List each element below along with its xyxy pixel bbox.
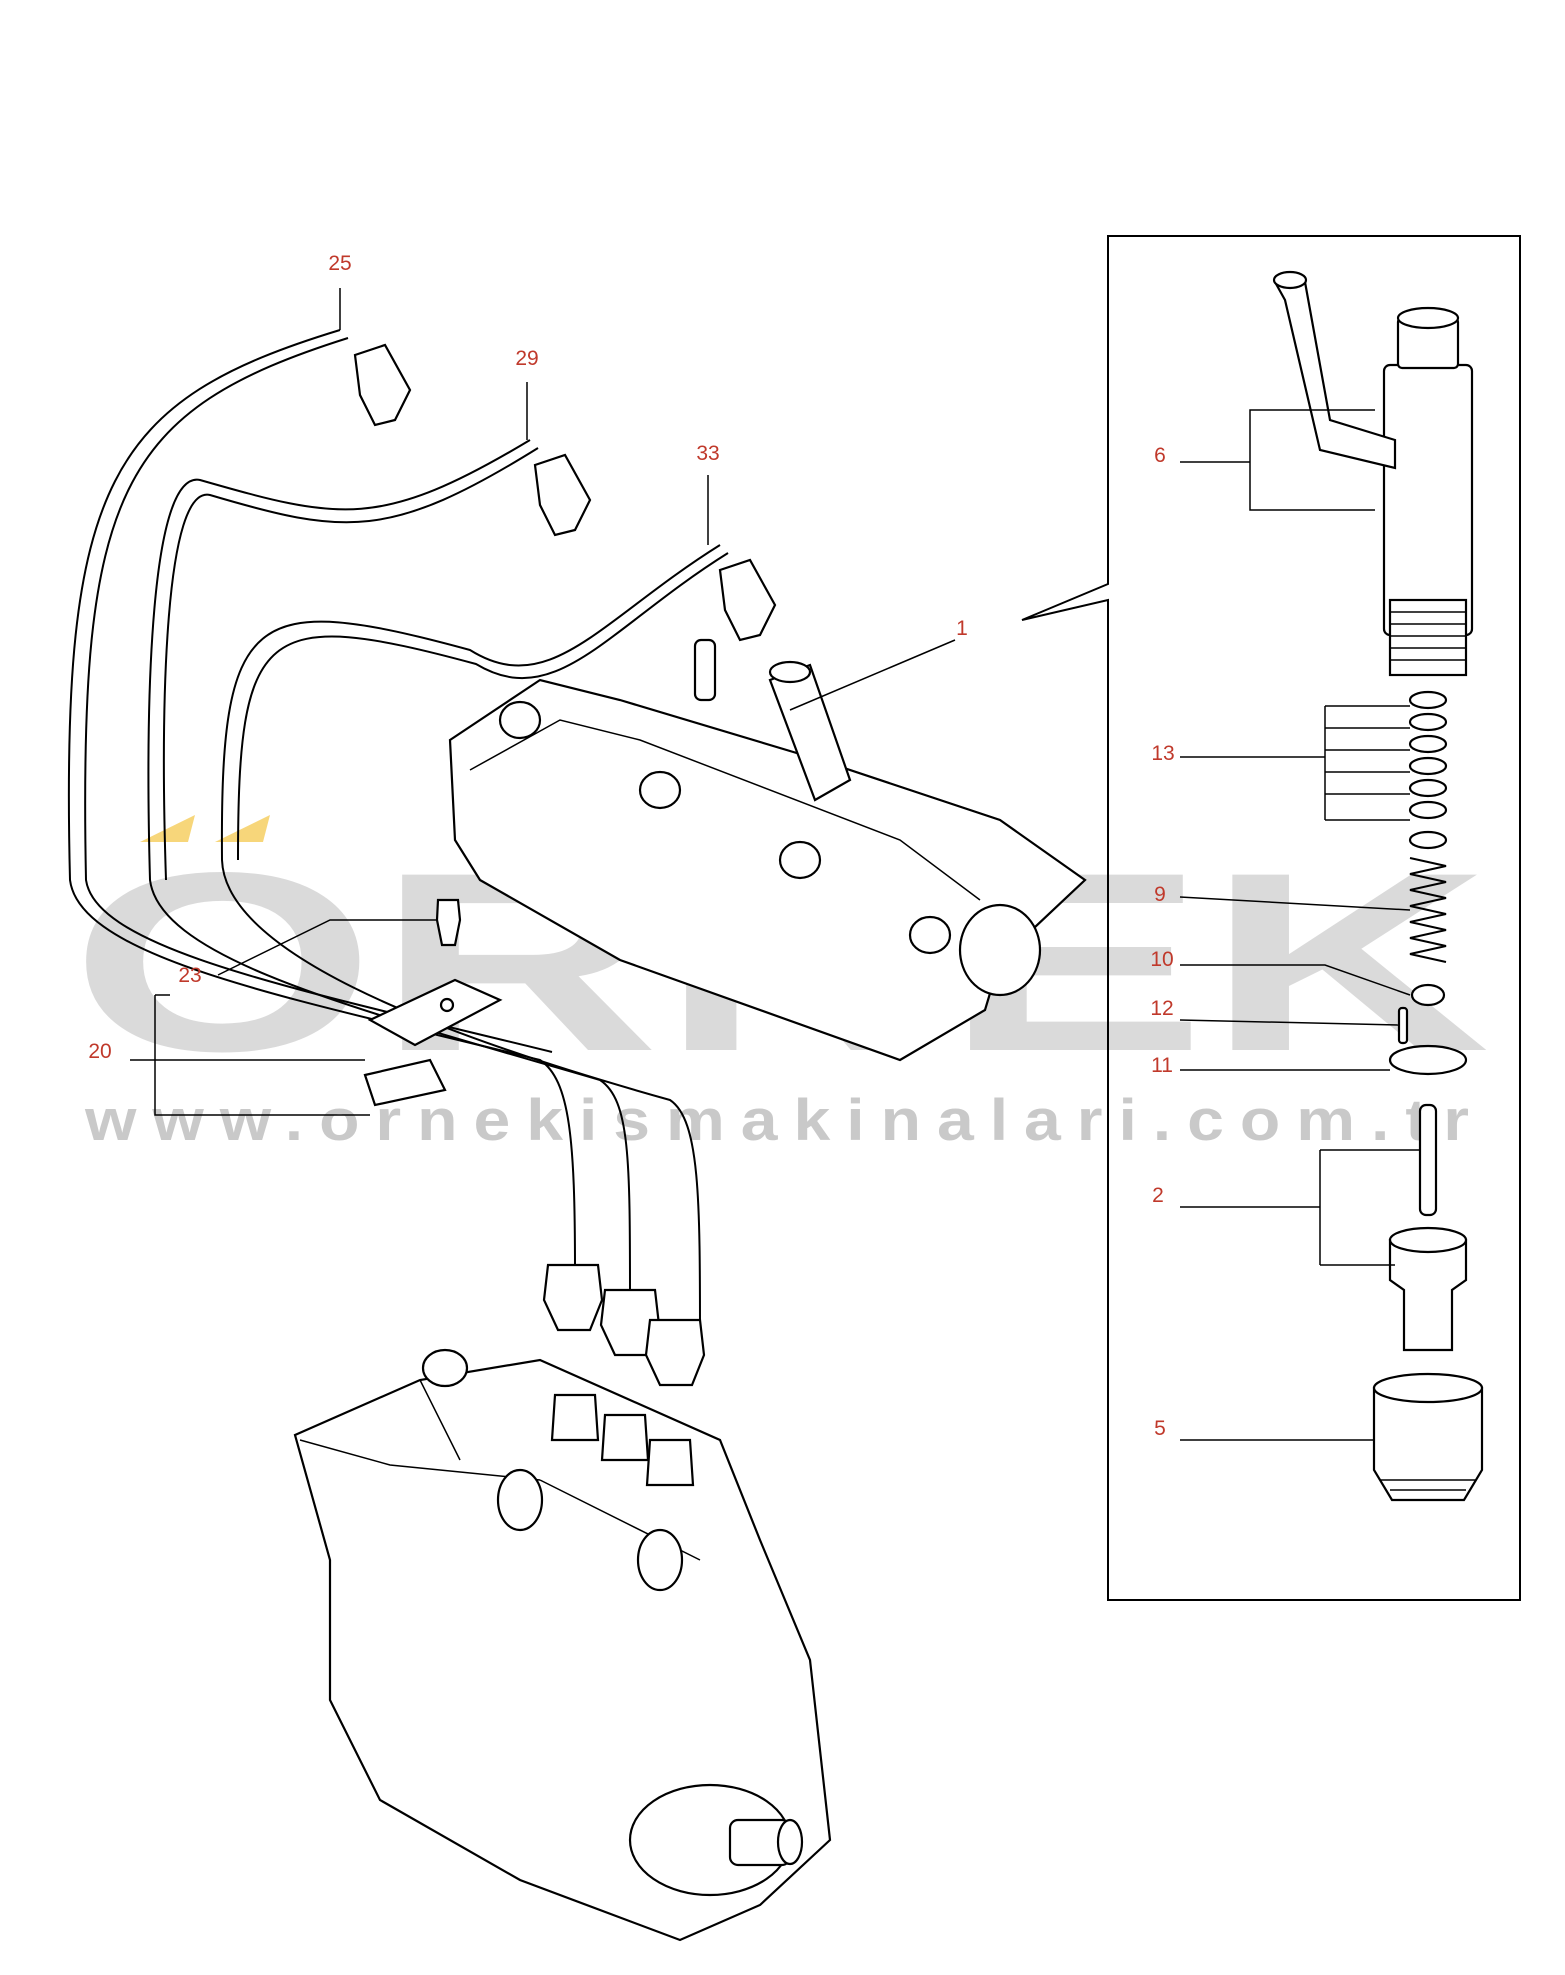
inset-frame [1021,235,1521,1601]
callout-12: 12 [1150,997,1173,1020]
callout-23: 23 [178,964,201,987]
pipe-nut-29 [533,453,592,537]
watermark-accent-1 [140,815,195,842]
head-port-3 [778,840,822,880]
pipe-25 [67,329,576,1271]
callout-25: 25 [328,252,351,275]
nozzle-needle [1418,1103,1438,1217]
pipe-33 [220,544,721,1341]
pipe-29 [147,439,631,1301]
injector-cap-top [1396,306,1460,330]
nozzle-nut [1372,1386,1484,1502]
delivery-valve-1 [550,1393,600,1442]
spring [1409,857,1447,963]
delivery-valve-2 [600,1413,650,1462]
callout-13: 13 [1151,742,1174,765]
clamp-plate [367,978,503,1047]
head-cover-round [958,903,1042,997]
watermark-url: www.ornekismakinalari.com.tr [84,1088,1485,1153]
head-port-1 [498,700,542,740]
callout-11: 11 [1151,1054,1173,1077]
intermediate-plate [1388,1044,1468,1076]
callout-20: 20 [88,1040,111,1063]
spring-seat [1410,983,1446,1007]
callout-2: 2 [1152,1184,1164,1207]
injection-pump [293,1348,832,1942]
pipe-clamp [363,898,503,1107]
leader-lines [130,288,1420,1441]
callout-5: 5 [1154,1417,1166,1440]
injector-body [1382,363,1474,637]
callout-33: 33 [696,442,719,465]
clamp-bolt [435,898,462,947]
callout-1: 1 [956,617,968,640]
leak-off-pipe [1273,280,1397,470]
nozzle-body [1388,1238,1468,1352]
injector-inset [1021,235,1521,1601]
watermark-accent-2 [215,815,270,842]
shim-stack [1408,690,1448,850]
callout-9: 9 [1154,883,1166,906]
delivery-valve-3 [645,1438,695,1487]
pipe-nut-33 [718,558,777,642]
callouts: 25 29 33 1 6 13 9 10 12 11 2 5 23 20 [88,252,1174,1440]
pipe-nut-25 [353,343,412,427]
cylinder-head [448,638,1087,1062]
pump-plug [421,1348,469,1388]
pump-nut-3 [644,1318,706,1387]
callout-10: 10 [1150,948,1173,971]
dowel-pin [1397,1006,1409,1045]
clamp-bracket [363,1058,447,1107]
head-port-4 [908,915,952,955]
callout-29: 29 [515,347,538,370]
head-port-2 [638,770,682,810]
pump-nut-1 [542,1263,604,1332]
injection-pipes [67,329,777,1387]
callout-6: 6 [1154,444,1166,467]
